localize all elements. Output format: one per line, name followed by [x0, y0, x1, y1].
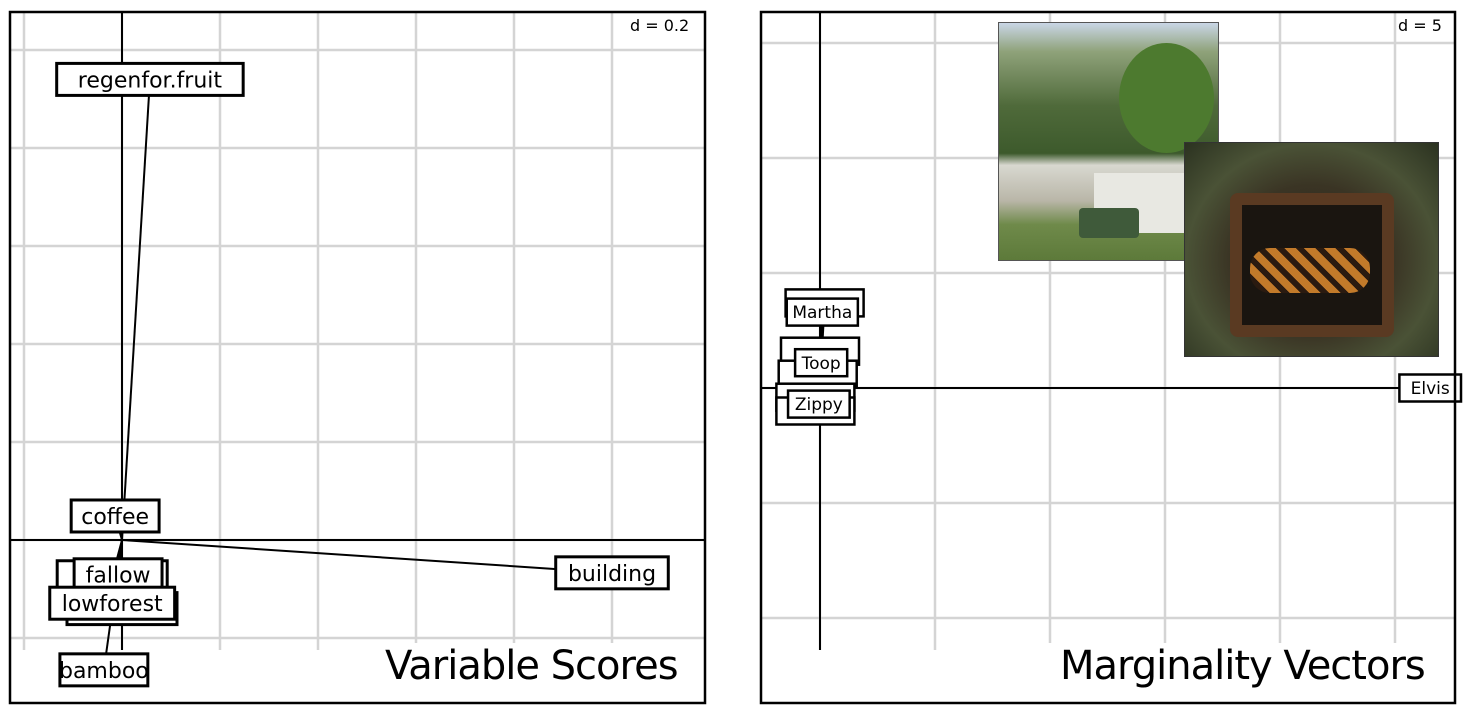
right-scale-label: d = 5 [1398, 16, 1442, 35]
vector-label-box [48, 585, 177, 621]
right-plot-title: Marginality Vectors [1048, 643, 1437, 689]
vector-label-box [785, 297, 860, 327]
vector-label: building [568, 562, 656, 587]
snake-photo [1184, 142, 1439, 357]
vector-label: Elvis [1411, 379, 1450, 399]
plot-frame [8, 10, 707, 705]
vector-label-box [69, 498, 161, 534]
vector-label-box [786, 389, 851, 419]
left-scale-label: d = 0.2 [630, 16, 690, 35]
vector-label: Zippy [795, 395, 843, 415]
plot-frame [759, 10, 1457, 705]
vector-label-box [793, 347, 849, 378]
vector-label-box [1398, 373, 1463, 403]
vector-label: coffee [81, 505, 149, 530]
vector-label-box [58, 652, 150, 688]
vector-label: Martha [792, 303, 852, 323]
vector-label: lowforest [62, 592, 163, 617]
vector-label: bamboo [59, 659, 149, 684]
vector-arrow [121, 79, 150, 541]
vector-label: Toop [801, 354, 841, 374]
left-plot-title: Variable Scores [373, 643, 690, 689]
vector-label: regenfor.fruit [78, 68, 223, 93]
vector-label: fallow [86, 564, 151, 589]
vector-arrow [121, 539, 612, 573]
vector-label-box [55, 61, 245, 97]
vector-label-box [554, 555, 670, 591]
